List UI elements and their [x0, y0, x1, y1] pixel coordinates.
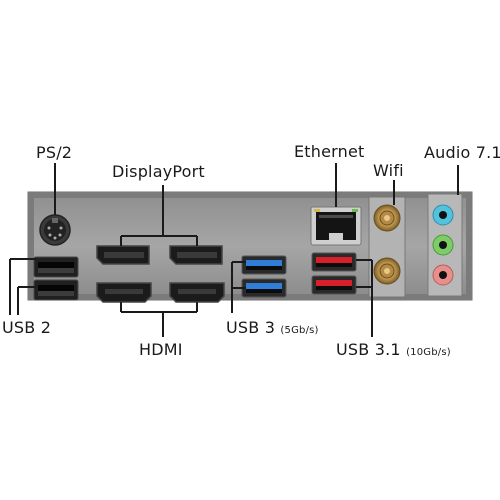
usb2-port-top: [33, 256, 79, 278]
label-audio: Audio 7.1: [424, 143, 500, 162]
displayport-icon: [169, 245, 223, 265]
hdmi-port-icon: [169, 282, 225, 303]
label-usb31: USB 3.1 (10Gb/s): [336, 340, 451, 359]
label-usb31-speed: (10Gb/s): [406, 347, 451, 358]
label-usb3-text: USB 3: [226, 318, 276, 337]
usb2-port-bottom: [33, 279, 79, 301]
audio-jack-icon: [432, 264, 454, 286]
usb3-port-bottom: [241, 278, 287, 298]
audio-jack-icon: [432, 234, 454, 256]
label-usb2: USB 2: [2, 318, 52, 337]
label-usb3: USB 3 (5Gb/s): [226, 318, 319, 337]
antenna-connector-icon: [373, 204, 401, 232]
hdmi-port-icon: [96, 282, 152, 303]
audio-jack-icon: [432, 204, 454, 226]
label-ps2: PS/2: [36, 143, 73, 162]
ethernet-port-icon: [310, 206, 362, 246]
ps2-port-icon: [39, 214, 71, 246]
usb31-port-top: [311, 252, 357, 272]
displayport-icon: [96, 245, 150, 265]
leader-lines: [9, 163, 459, 337]
usb3-port-top: [241, 255, 287, 275]
label-displayport: DisplayPort: [112, 162, 205, 181]
label-ethernet: Ethernet: [294, 142, 365, 161]
label-hdmi: HDMI: [139, 340, 183, 359]
label-wifi: Wifi: [373, 161, 404, 180]
label-usb3-speed: (5Gb/s): [280, 325, 319, 336]
label-usb31-text: USB 3.1: [336, 340, 401, 359]
usb31-port-bottom: [311, 275, 357, 295]
antenna-connector-icon: [373, 257, 401, 285]
